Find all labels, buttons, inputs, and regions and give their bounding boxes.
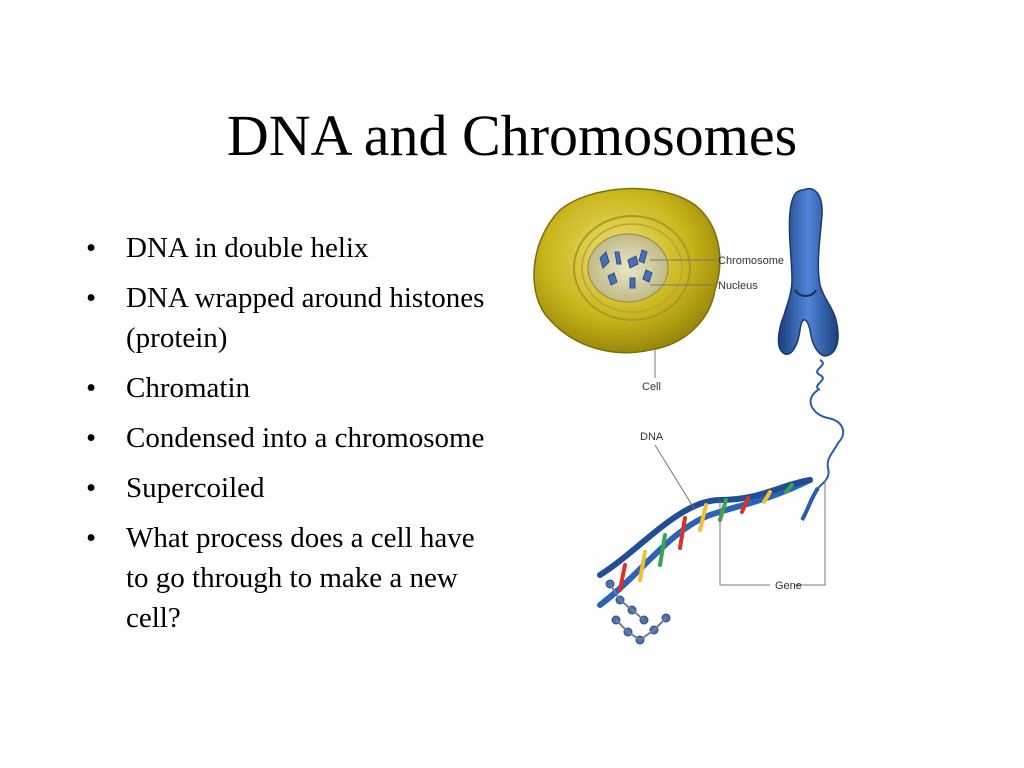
bullet-dot: • [86, 472, 97, 504]
bullet-dot: • [86, 422, 97, 454]
bullet-text: DNA in double helix [126, 232, 369, 264]
gene-label: Gene [775, 580, 802, 592]
chromosome-label: Chromosome [718, 255, 784, 267]
bullet-text: Condensed into a chromosome [126, 422, 485, 454]
bullet-text: Supercoiled [126, 472, 265, 504]
bullet-text: DNA wrapped around histones (protein) [126, 282, 485, 354]
bullet-item: • Chromatin [86, 368, 486, 408]
bullet-text: What process does a cell have to go thro… [126, 522, 475, 634]
bullet-item: • Condensed into a chromosome [86, 418, 486, 458]
diagram-labels: Chromosome Nucleus Cell DNA Gene [640, 255, 826, 592]
slide-title: DNA and Chromosomes [226, 103, 798, 168]
bullet-dot: • [86, 282, 97, 314]
bullet-item: • Supercoiled [86, 468, 486, 508]
bullet-dot: • [86, 522, 97, 554]
dna-chromosome-diagram: Chromosome Nucleus Cell DNA Gene [520, 180, 880, 650]
chromosome-illustration [777, 188, 845, 522]
bullet-dot: • [86, 372, 97, 404]
dna-helix-illustration [597, 477, 813, 645]
bullet-list: • DNA in double helix • DNA wrapped arou… [86, 228, 486, 648]
cell-label: Cell [642, 381, 661, 393]
bullet-text: Chromatin [126, 372, 251, 404]
dna-label: DNA [640, 431, 664, 443]
bullet-item: • DNA in double helix [86, 228, 486, 268]
bullet-item: • DNA wrapped around histones (protein) [86, 278, 486, 358]
dna-leader-line [654, 444, 696, 511]
bullet-item: • What process does a cell have to go th… [86, 518, 486, 638]
nucleus-illustration [587, 233, 669, 303]
gene-leader-line-right [795, 480, 826, 586]
nucleus-label: Nucleus [718, 280, 758, 292]
gene-leader-line-left [719, 500, 770, 586]
bullet-dot: • [86, 232, 97, 264]
